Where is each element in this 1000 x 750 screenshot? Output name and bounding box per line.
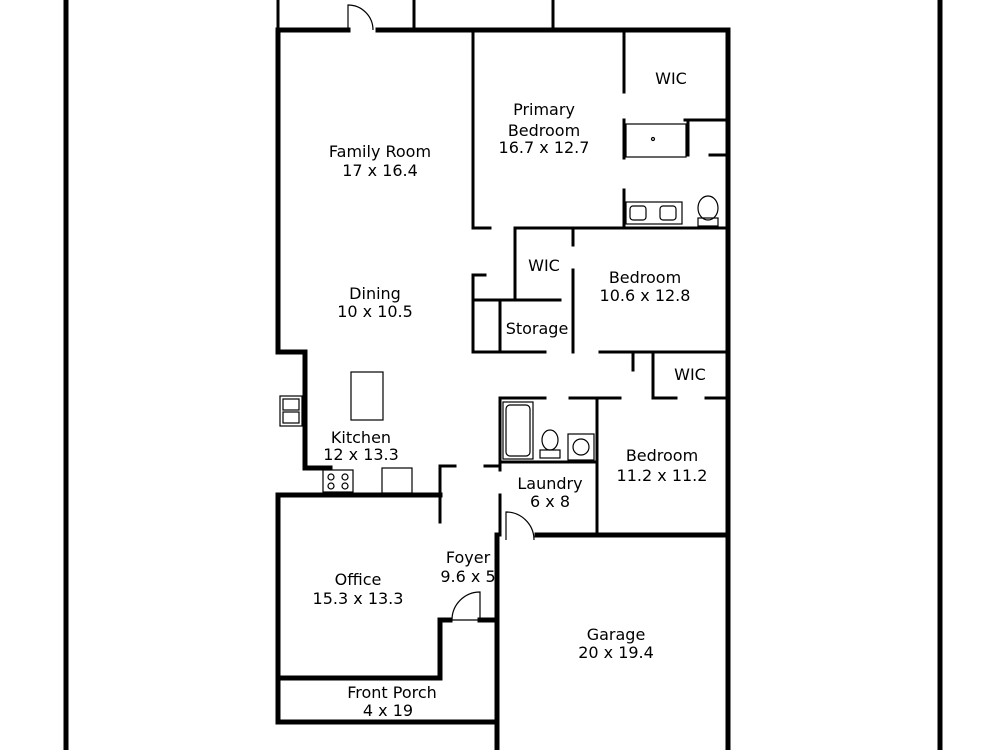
storage-name: Storage <box>506 319 569 338</box>
bathtub-icon <box>502 401 534 460</box>
bedroom-3-size: 11.2 x 11.2 <box>617 466 708 485</box>
door-swing-icons <box>347 4 535 621</box>
bedroom-2-size: 10.6 x 12.8 <box>600 286 691 305</box>
door-swing-icon <box>505 511 535 541</box>
office-size: 15.3 x 13.3 <box>313 589 404 608</box>
exterior-walls <box>275 27 731 750</box>
door-swing-icon <box>347 4 374 31</box>
wic-right-name: WIC <box>674 365 706 384</box>
front-porch-size: 4 x 19 <box>363 701 413 720</box>
toilet-icon <box>697 195 719 227</box>
foyer-size: 9.6 x 5 <box>440 567 495 586</box>
bedroom-2-name: Bedroom <box>609 268 681 287</box>
garage-size: 20 x 19.4 <box>578 643 654 662</box>
rear-patio-walls <box>276 0 555 32</box>
family-room-size: 17 x 16.4 <box>342 161 418 180</box>
kitchen-counter-icon <box>381 467 413 494</box>
toilet-icon <box>539 429 561 459</box>
kitchen-size: 12 x 13.3 <box>323 445 399 464</box>
wic-center-name: WIC <box>528 256 560 275</box>
shower-icon <box>625 123 687 158</box>
sink-icon <box>567 433 595 461</box>
office-name: Office <box>335 570 382 589</box>
cooktop-icon <box>322 469 354 493</box>
laundry-name: Laundry <box>517 474 582 493</box>
wic-primary-name: WIC <box>655 69 687 88</box>
sink-icon <box>279 395 303 427</box>
dining-name: Dining <box>349 284 401 303</box>
kitchen-name: Kitchen <box>331 428 391 447</box>
dining-size: 10 x 10.5 <box>337 302 413 321</box>
laundry-size: 6 x 8 <box>530 492 570 511</box>
interior-walls <box>438 28 730 537</box>
garage-name: Garage <box>587 625 646 644</box>
foyer-name: Foyer <box>446 548 491 567</box>
door-swing-icon <box>451 591 481 621</box>
bedroom-3-name: Bedroom <box>626 446 698 465</box>
sink-icon <box>625 201 683 225</box>
front-porch-name: Front Porch <box>347 683 437 702</box>
primary-bedroom-name-line2: Bedroom <box>508 121 580 140</box>
primary-bedroom-size: 16.7 x 12.7 <box>499 138 590 157</box>
kitchen-island-icon <box>350 371 384 421</box>
family-room-name: Family Room <box>329 142 431 161</box>
page-frame <box>63 0 943 750</box>
room-labels: Family Room 17 x 16.4 Primary Bedroom 16… <box>313 69 708 720</box>
primary-bedroom-name-line1: Primary <box>513 100 575 119</box>
